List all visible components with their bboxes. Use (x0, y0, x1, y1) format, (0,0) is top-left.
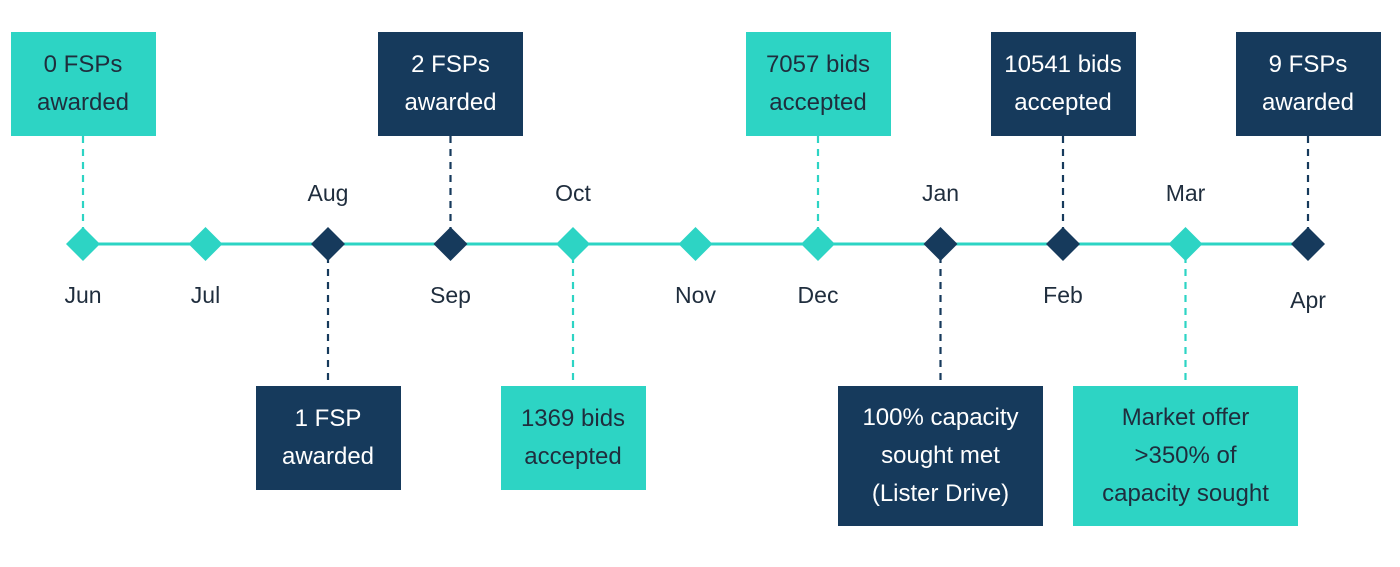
month-label-mar: Mar (1165, 180, 1206, 206)
event-box-aug: 1 FSP awarded (255, 386, 401, 490)
month-label-sep: Sep (430, 282, 471, 308)
milestone-diamond-aug (311, 227, 345, 261)
milestone-diamond-jul (188, 227, 223, 261)
month-label-feb: Feb (1043, 282, 1083, 308)
milestone-diamond-apr (1291, 227, 1325, 261)
month-label-apr: Apr (1290, 287, 1326, 313)
event-box-dec: 7057 bids accepted (745, 32, 891, 136)
event-box-oct: 1369 bids accepted (500, 386, 646, 490)
event-box-jan: 100% capacity sought met (Lister Drive) (838, 386, 1043, 526)
month-label-oct: Oct (555, 180, 591, 206)
month-label-nov: Nov (675, 282, 716, 308)
month-label-dec: Dec (797, 282, 839, 308)
milestone-diamond-oct (556, 227, 590, 261)
milestone-diamond-jan (923, 227, 958, 261)
event-box-sep: 2 FSPs awarded (378, 32, 523, 136)
milestone-diamond-mar (1168, 227, 1203, 261)
milestone-diamond-dec (801, 227, 835, 261)
milestone-diamond-jun (66, 227, 100, 261)
event-box-apr: 9 FSPs awarded (1235, 32, 1381, 136)
milestone-diamond-feb (1046, 227, 1080, 261)
month-label-jul: Jul (190, 282, 221, 308)
month-label-jan: Jan (921, 180, 960, 206)
month-label-aug: Aug (307, 180, 349, 206)
milestone-diamond-sep (433, 227, 468, 261)
event-box-feb: 10541 bids accepted (990, 32, 1136, 136)
month-label-jun: Jun (64, 282, 102, 308)
event-box-jun: 0 FSPs awarded (10, 32, 156, 136)
milestone-diamond-nov (678, 227, 713, 261)
event-box-mar: Market offer >350% of capacity sought (1073, 386, 1298, 526)
